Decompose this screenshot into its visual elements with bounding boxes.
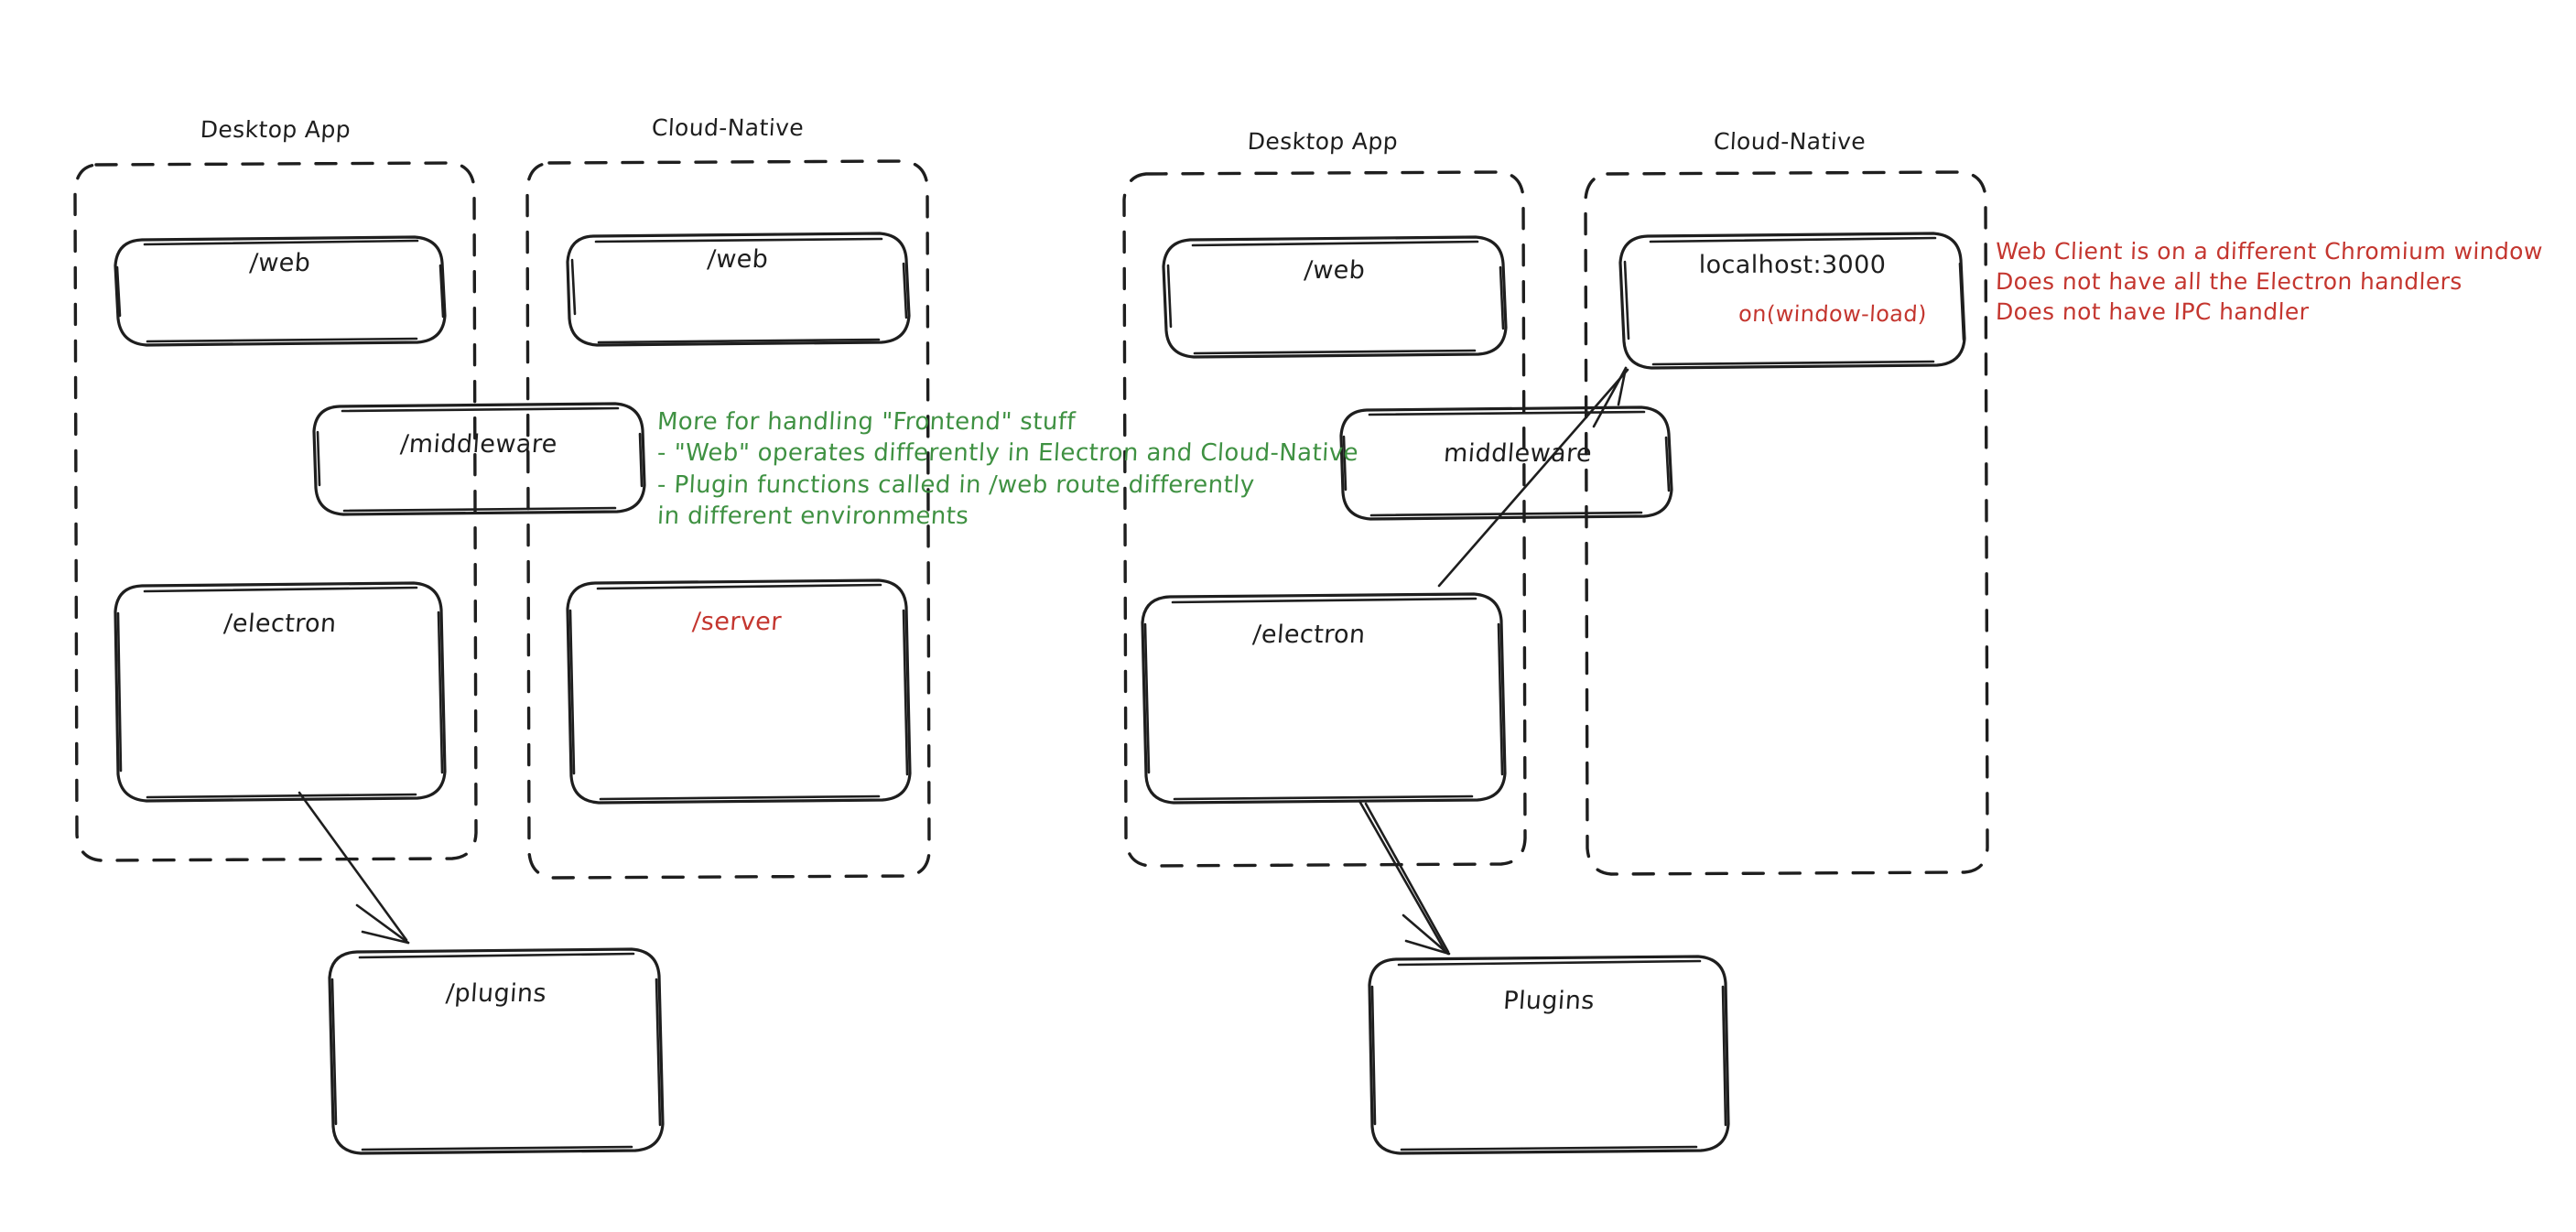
web-client-note-line-1: Web Client is on a different Chromium wi… bbox=[1995, 238, 2544, 265]
left-plugins-label: /plugins bbox=[445, 979, 548, 1008]
left-cloud-web-label: /web bbox=[706, 245, 770, 274]
frontend-note-line-2: - "Web" operates differently in Electron… bbox=[656, 439, 1359, 468]
left-electron-box bbox=[114, 581, 447, 803]
left-electron-label: /electron bbox=[222, 610, 338, 638]
left-server-box bbox=[566, 578, 912, 805]
left-middleware-box bbox=[312, 402, 646, 516]
left-plugins-box bbox=[328, 947, 665, 1155]
left-cloud-web-box bbox=[566, 232, 911, 347]
right-localhost-label: localhost:3000 bbox=[1698, 251, 1887, 279]
left-desktop-web-label: /web bbox=[248, 249, 312, 277]
right-electron-to-localhost-arrow bbox=[1437, 366, 1629, 588]
web-client-note: Web Client is on a different Chromium wi… bbox=[1995, 236, 2544, 327]
web-client-note-line-2: Does not have all the Electron handlers bbox=[1995, 268, 2463, 295]
left-desktop-web-box bbox=[114, 235, 447, 347]
right-middleware-box bbox=[1339, 405, 1673, 521]
left-cloud-native-container bbox=[525, 159, 931, 880]
left-middleware-label: /middleware bbox=[399, 430, 558, 459]
right-electron-box bbox=[1141, 592, 1507, 805]
right-electron-to-plugins-arrow bbox=[1358, 799, 1451, 956]
right-desktop-web-label: /web bbox=[1303, 256, 1367, 285]
left-server-label: /server bbox=[691, 608, 783, 636]
right-plugins-box bbox=[1368, 955, 1730, 1155]
left-cloud-native-title: Cloud-Native bbox=[651, 114, 805, 141]
frontend-note-line-3: - Plugin functions called in /web route … bbox=[656, 470, 1256, 499]
left-desktop-app-title: Desktop App bbox=[200, 116, 352, 143]
right-localhost-sublabel: on(window-load) bbox=[1737, 301, 1928, 327]
right-cloud-native-title: Cloud-Native bbox=[1713, 128, 1867, 155]
frontend-note-line-1: More for handling "Frontend" stuff bbox=[656, 408, 1077, 436]
right-cloud-native-container bbox=[1584, 170, 1989, 876]
right-middleware-label: middleware bbox=[1442, 439, 1594, 468]
right-electron-label: /electron bbox=[1251, 621, 1367, 649]
web-client-note-line-3: Does not have IPC handler bbox=[1995, 298, 2310, 325]
frontend-note: More for handling "Frontend" stuff - "We… bbox=[656, 406, 1359, 532]
right-desktop-app-container bbox=[1122, 170, 1527, 868]
right-localhost-box bbox=[1618, 232, 1966, 370]
left-electron-to-plugins-arrow bbox=[298, 791, 410, 945]
right-desktop-web-box bbox=[1162, 235, 1508, 359]
right-desktop-app-title: Desktop App bbox=[1247, 128, 1399, 155]
right-plugins-label: Plugins bbox=[1502, 987, 1596, 1015]
left-desktop-app-container bbox=[73, 161, 478, 862]
frontend-note-line-4: in different environments bbox=[656, 502, 969, 530]
